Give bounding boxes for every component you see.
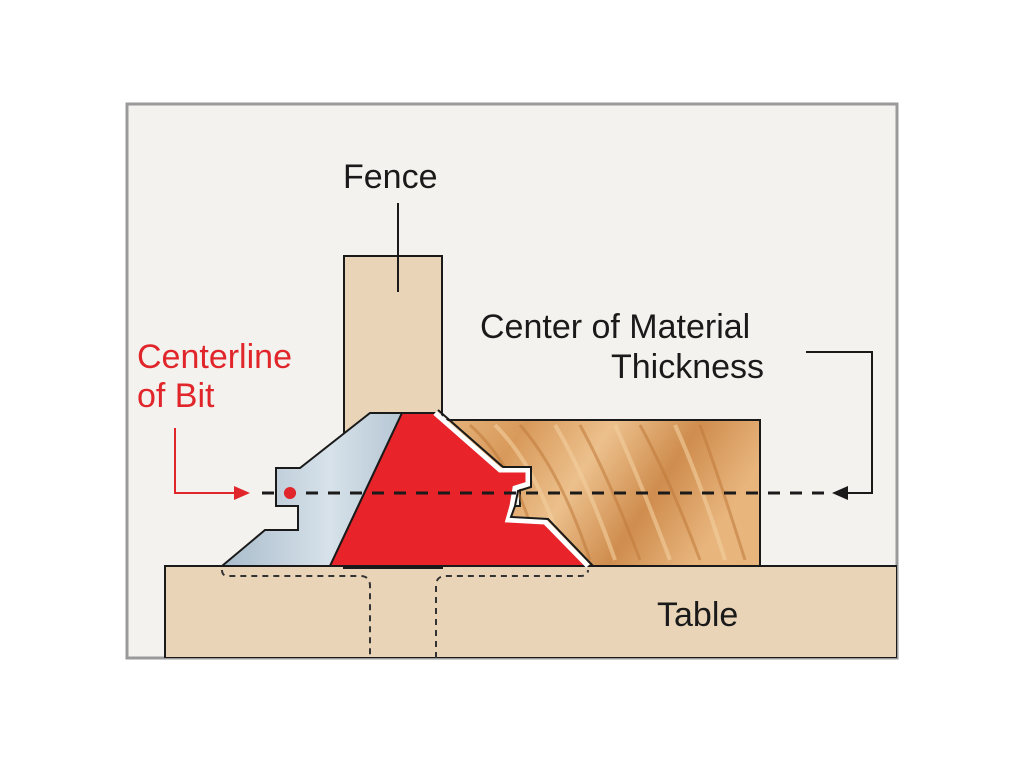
bit-shank-dashed-outline: [221, 569, 589, 658]
centerline-label-line1: Centerline: [137, 338, 292, 376]
center-material-label-line1: Center of Material: [480, 308, 750, 346]
table-block: [164, 565, 897, 658]
centerline-leader-line: [174, 428, 235, 494]
centerline-label-line2: of Bit: [137, 377, 215, 415]
fence-label: Fence: [343, 158, 438, 196]
cutter-edge-outline: [433, 411, 590, 568]
center-material-label-line2: Thickness: [611, 348, 764, 386]
material-leader-arrowhead: [832, 486, 848, 500]
bit-centerline-dot: [284, 487, 296, 499]
material-leader-line: [806, 351, 873, 494]
centerline-leader-arrowhead: [234, 486, 250, 500]
table-label: Table: [657, 596, 738, 634]
